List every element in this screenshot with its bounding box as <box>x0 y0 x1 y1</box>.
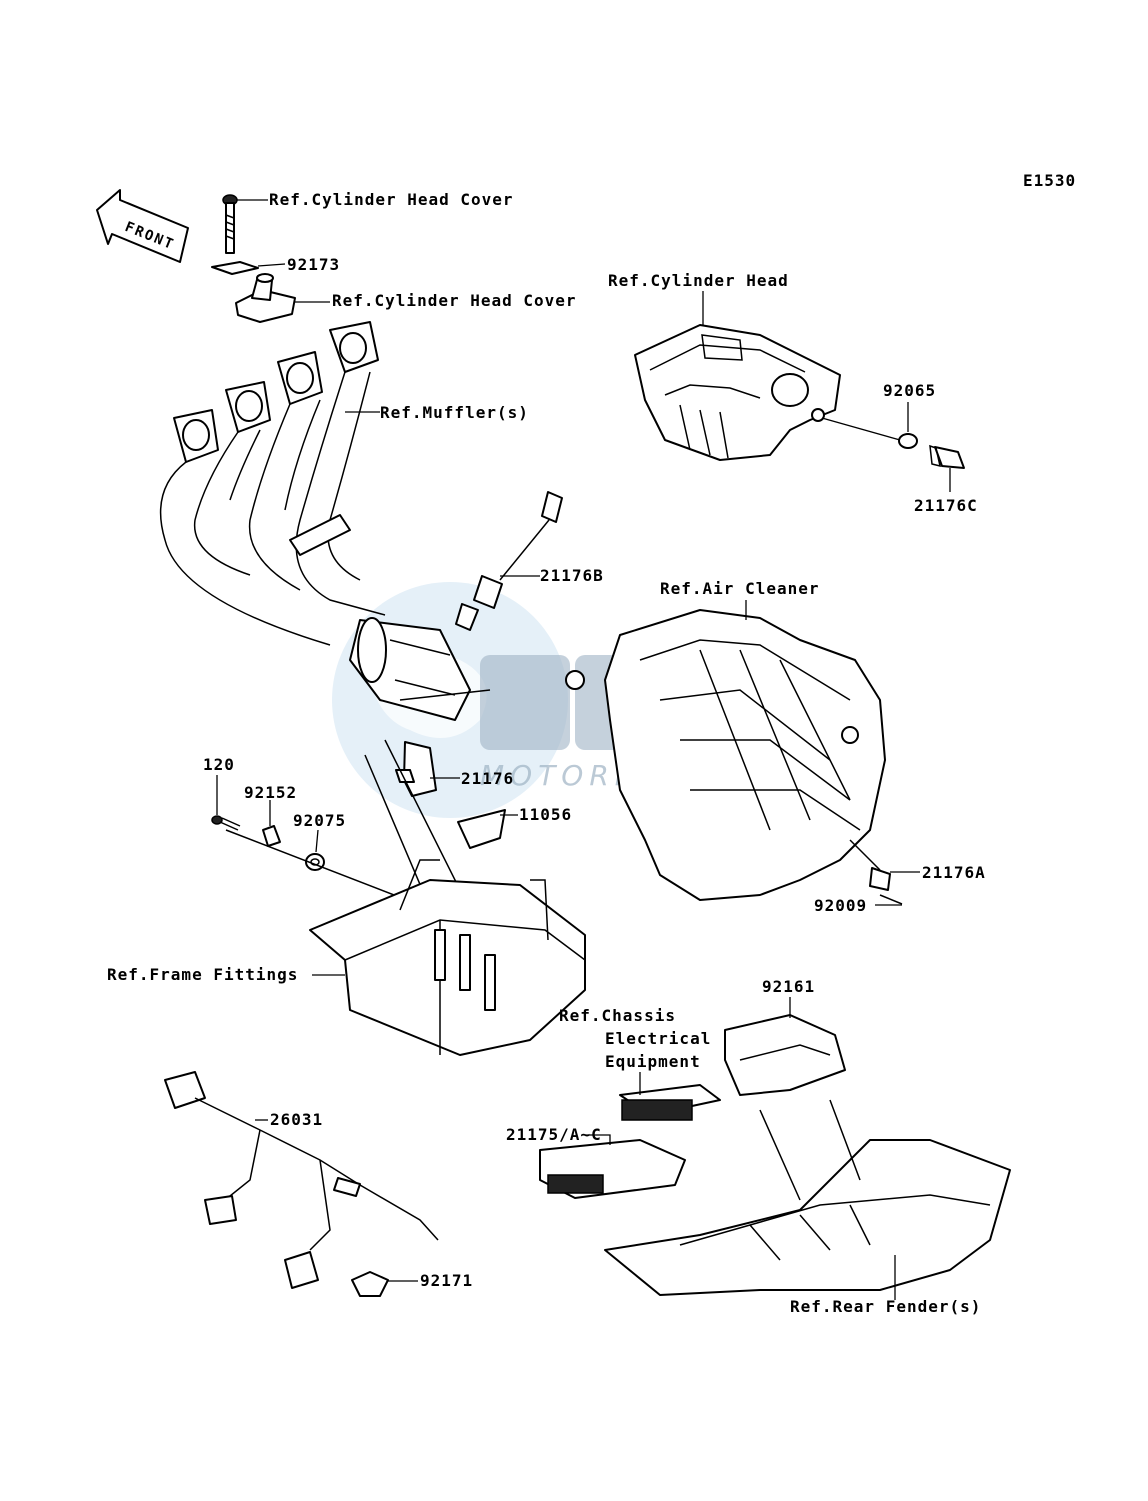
cover-92161-part <box>724 1014 846 1096</box>
label-21175: 21175/A~C <box>506 1125 602 1144</box>
harness-26031-part <box>164 1071 439 1289</box>
label-21176B: 21176B <box>540 566 604 585</box>
front-arrow-icon: FRONT <box>96 189 189 263</box>
sensor-21176-part <box>395 741 437 797</box>
label-ref-frame-fittings: Ref.Frame Fittings <box>107 965 299 984</box>
bolt-120-part <box>211 815 241 831</box>
cylinder-head-part <box>634 324 841 461</box>
label-21176A: 21176A <box>922 863 986 882</box>
clamp-92171-part <box>351 1271 389 1297</box>
rear-fender-part <box>604 1099 1011 1296</box>
sensor-21176A-part <box>849 839 903 905</box>
label-ref-cylinder-head: Ref.Cylinder Head <box>608 271 789 290</box>
label-92173: 92173 <box>287 255 341 274</box>
sensor-21176C-part <box>929 444 965 469</box>
label-ref-muffler: Ref.Muffler(s) <box>380 403 529 422</box>
bracket-11056-part <box>457 809 506 849</box>
label-92171: 92171 <box>420 1271 474 1290</box>
air-cleaner-part <box>565 609 886 901</box>
tray-frame-fittings-part <box>309 859 586 1056</box>
sensor-21176B-part <box>455 491 563 631</box>
cylinder-head-cover-part <box>235 273 296 323</box>
label-ref-cylinder-head-cover-1: Ref.Cylinder Head Cover <box>269 190 514 209</box>
washer-92065-part <box>898 433 918 449</box>
label-92065: 92065 <box>883 381 937 400</box>
exhaust-headers-part <box>159 321 491 721</box>
label-92161: 92161 <box>762 977 816 996</box>
label-ref-rear-fender: Ref.Rear Fender(s) <box>790 1297 982 1316</box>
label-120: 120 <box>203 755 235 774</box>
label-ref-chassis-1: Ref.Chassis <box>559 1006 676 1025</box>
label-21176: 21176 <box>461 769 515 788</box>
label-ref-chassis-2: Electrical <box>605 1029 712 1048</box>
chassis-electrical-connector-part <box>619 1084 721 1121</box>
label-92009: 92009 <box>814 896 868 915</box>
label-ref-air-cleaner: Ref.Air Cleaner <box>660 579 820 598</box>
diagram-id: E1530 <box>1023 171 1077 190</box>
ecu-21175-part <box>539 1139 686 1199</box>
collar-92152-part <box>262 825 281 847</box>
label-21176C: 21176C <box>914 496 978 515</box>
label-ref-cylinder-head-cover-2: Ref.Cylinder Head Cover <box>332 291 577 310</box>
label-92152: 92152 <box>244 783 298 802</box>
label-26031: 26031 <box>270 1110 324 1129</box>
label-92075: 92075 <box>293 811 347 830</box>
label-ref-chassis-3: Equipment <box>605 1052 701 1071</box>
bolt-top-icon <box>222 194 238 254</box>
label-11056: 11056 <box>519 805 573 824</box>
